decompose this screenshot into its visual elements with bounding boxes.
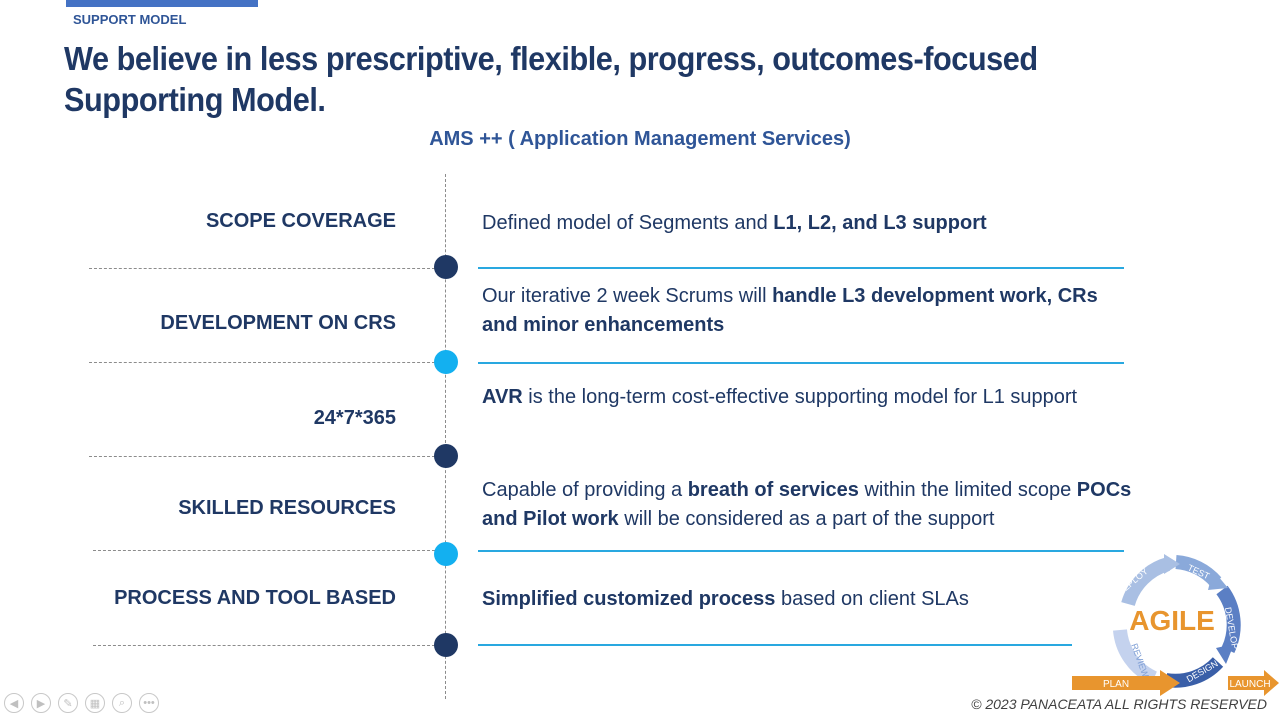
zoom-icon[interactable]: ⌕ [112, 693, 132, 713]
desc-run: Defined model of Segments and [482, 212, 774, 234]
timeline-node-process-and-tool-based [434, 633, 458, 657]
section-tag: SUPPORT MODEL [73, 12, 187, 27]
row-desc-24-7-365: AVR is the long-term cost-effective supp… [482, 383, 1082, 412]
more-options-icon[interactable]: ••• [139, 693, 159, 713]
desc-run: breath of services [687, 479, 859, 501]
desc-run: is the long-term cost-effective supporti… [522, 386, 1078, 408]
desc-run: Our iterative 2 week Scrums will [482, 285, 773, 307]
slideshow-controls: ◀ ▶ ✎ ▦ ⌕ ••• [4, 693, 159, 713]
desc-run: POCs and Pilot work [482, 479, 1132, 530]
desc-run: Capable of providing a [482, 479, 688, 501]
pen-icon[interactable]: ✎ [58, 693, 78, 713]
desc-run: based on client SLAs [775, 588, 969, 610]
desc-run: will be considered as a part of the supp… [618, 508, 995, 530]
row-divider [93, 550, 435, 551]
timeline-axis [445, 174, 446, 699]
desc-run: AVR [482, 386, 523, 408]
row-underline [478, 644, 1072, 646]
row-desc-development-on-crs: Our iterative 2 week Scrums will handle … [482, 282, 1122, 340]
row-divider [89, 268, 435, 269]
row-underline [478, 267, 1124, 269]
top-accent-bar [66, 0, 258, 7]
logo-agile-text: AGILE [1129, 605, 1215, 636]
row-label-24-7-365: 24*7*365 [313, 407, 396, 429]
row-desc-process-and-tool-based: Simplified customized process based on c… [482, 585, 1142, 614]
desc-run: within the limited scope [858, 479, 1077, 501]
row-label-process-and-tool-based: PROCESS AND TOOL BASED [114, 587, 396, 609]
next-slide-icon[interactable]: ▶ [31, 693, 51, 713]
logo-plan-label: PLAN [1103, 679, 1129, 690]
desc-run: L1, L2, and L3 support [773, 212, 987, 234]
timeline-node-development-on-crs [434, 350, 458, 374]
row-divider [89, 362, 435, 363]
slide-subtitle: AMS ++ ( Application Management Services… [429, 128, 851, 150]
timeline-node-skilled-resources [434, 542, 458, 566]
row-underline [478, 362, 1124, 364]
timeline-node-24-7-365 [434, 444, 458, 468]
desc-run: Simplified customized process [482, 588, 776, 610]
logo-launch-label: LAUNCH [1229, 679, 1270, 690]
slides-grid-icon[interactable]: ▦ [85, 693, 105, 713]
row-divider [89, 456, 435, 457]
row-label-development-on-crs: DEVELOPMENT ON CRS [160, 312, 396, 334]
row-label-skilled-resources: SKILLED RESOURCES [178, 497, 396, 519]
previous-slide-icon[interactable]: ◀ [4, 693, 24, 713]
agile-cycle-logo: DEPLOY TEST DEVELOP DESIGN REVIEW AGILE … [1072, 554, 1279, 696]
slide-headline: We believe in less prescriptive, flexibl… [64, 40, 1038, 118]
row-label-scope-coverage: SCOPE COVERAGE [205, 210, 396, 232]
row-divider [93, 645, 435, 646]
copyright-footer: © 2023 PANACEATA ALL RIGHTS RESERVED [971, 696, 1267, 712]
timeline-node-scope-coverage [434, 255, 458, 279]
row-desc-skilled-resources: Capable of providing a breath of service… [482, 476, 1142, 534]
row-desc-scope-coverage: Defined model of Segments and L1, L2, an… [482, 209, 1142, 238]
desc-run: handle L3 development work, CRs and mino… [482, 285, 1098, 336]
row-underline [478, 550, 1124, 552]
